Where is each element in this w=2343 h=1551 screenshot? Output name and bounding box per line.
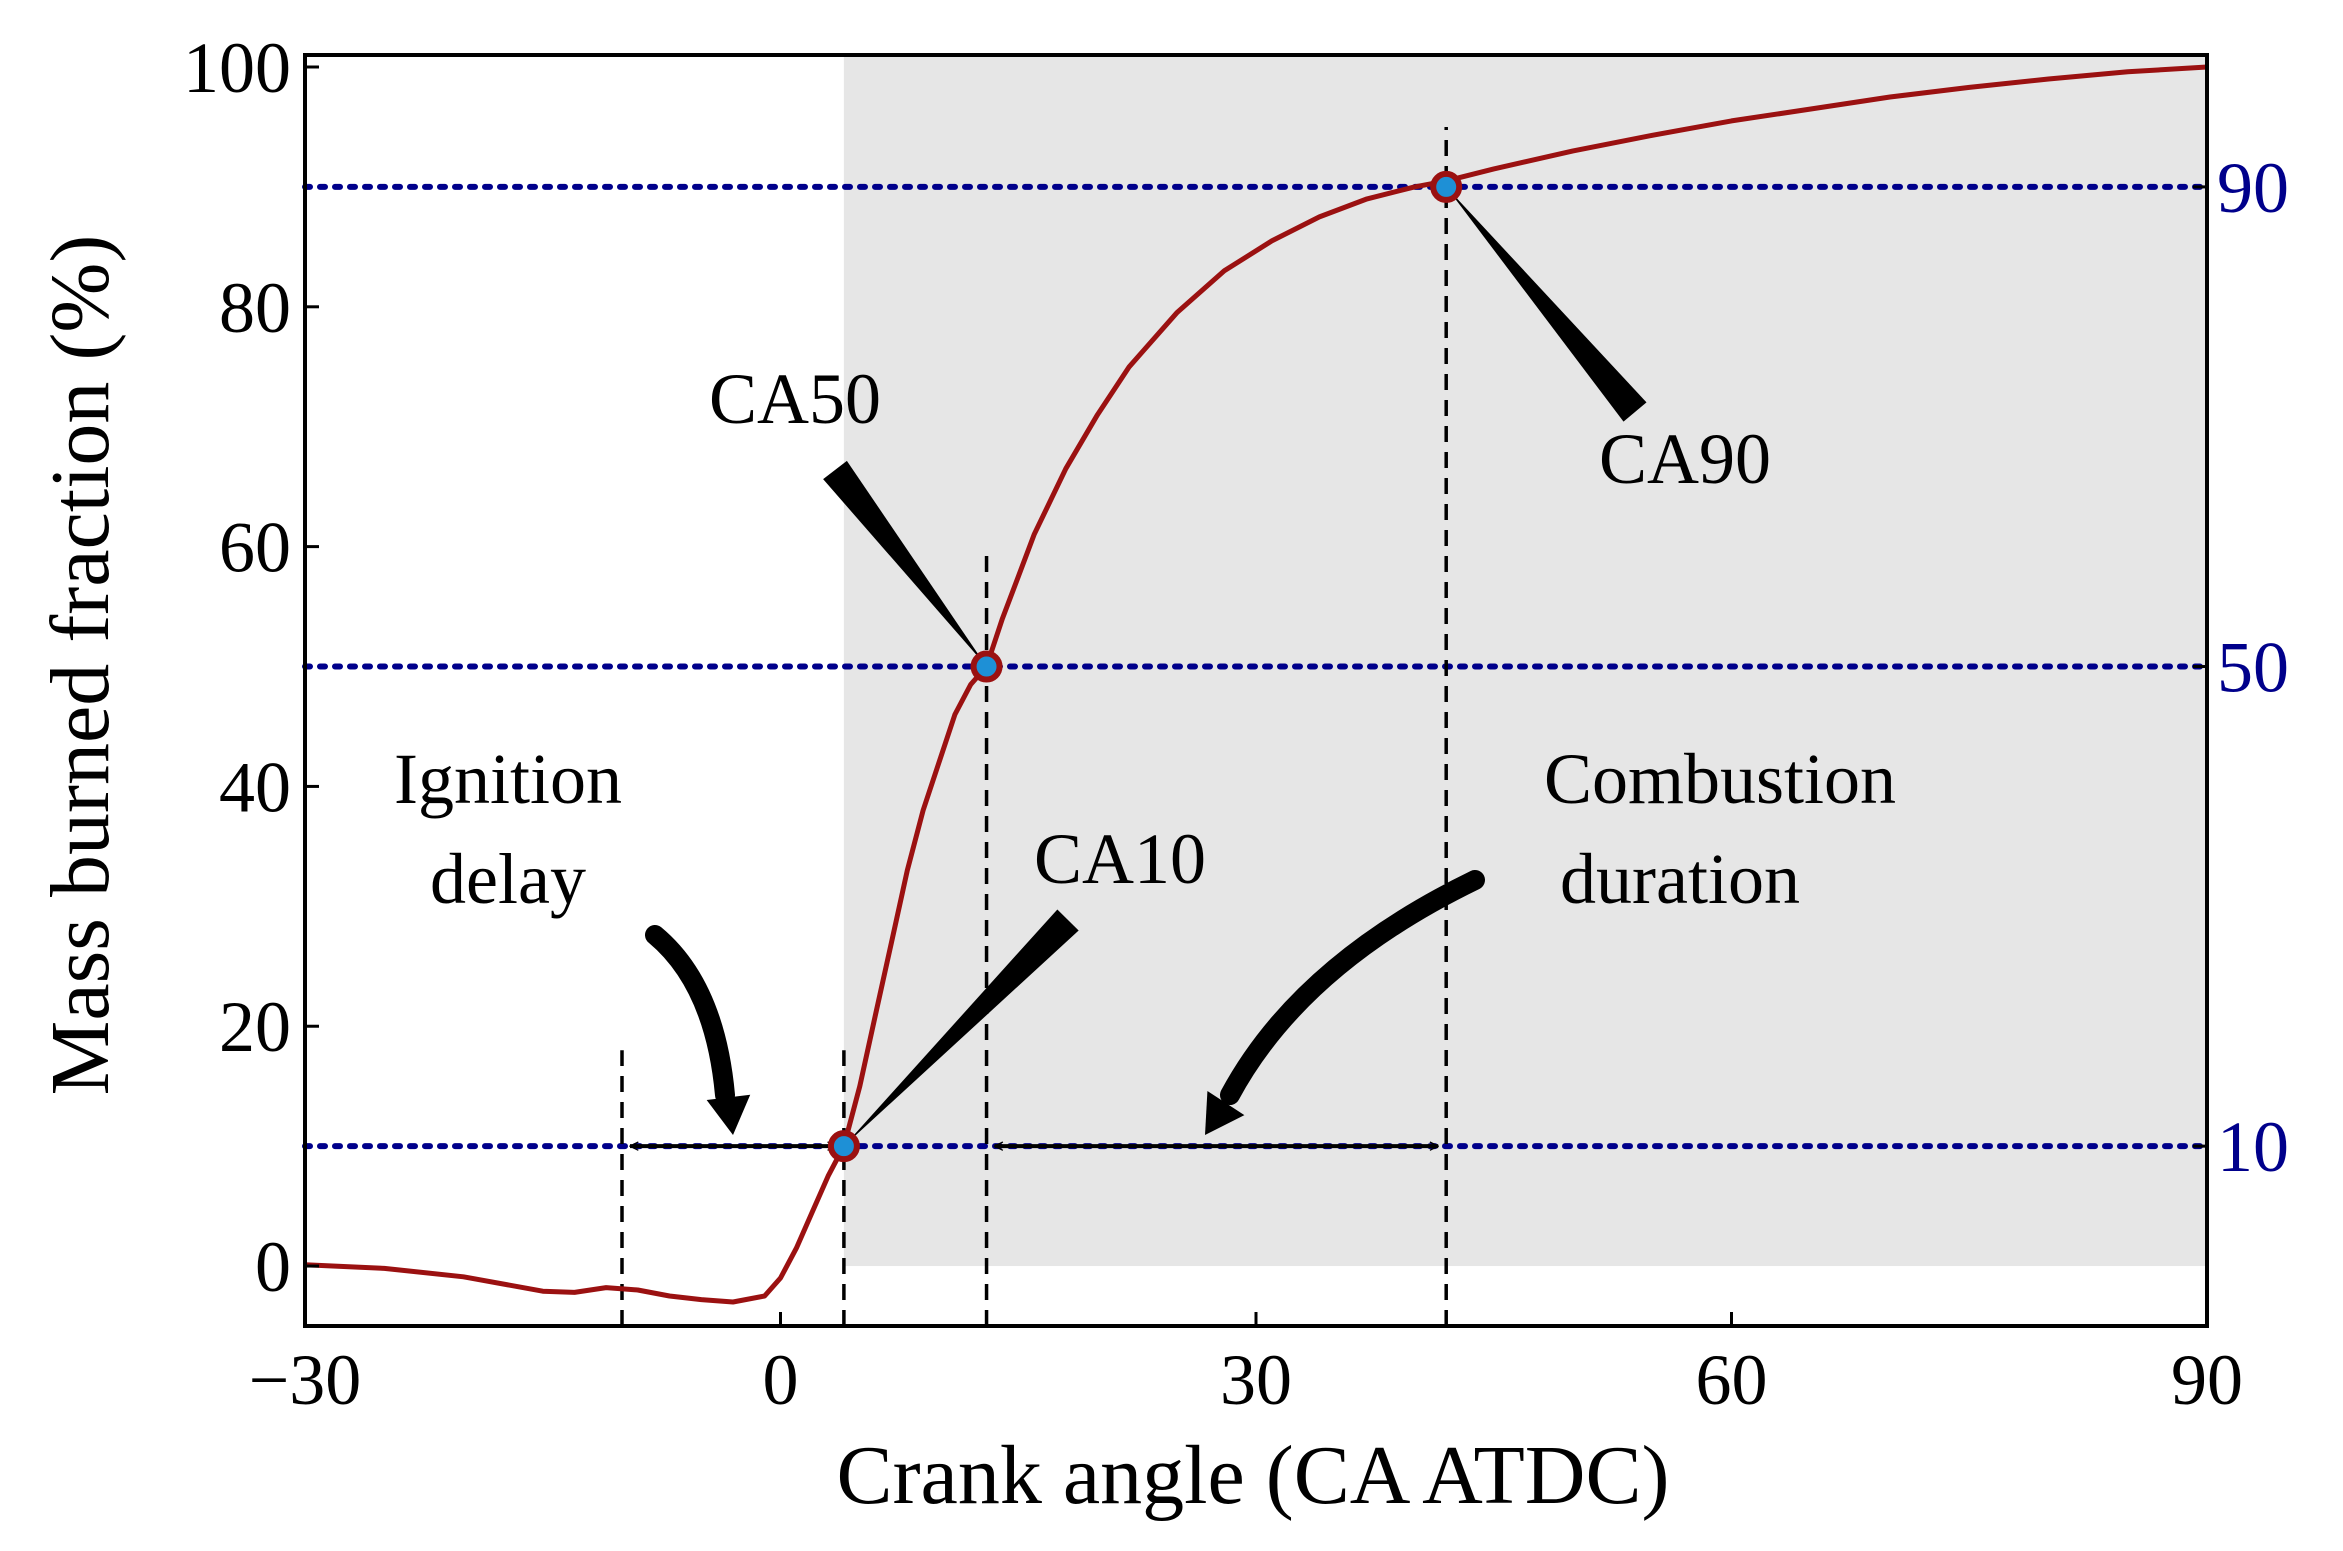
y-axis-label: Mass burned fraction (%) [34, 235, 127, 1096]
y-tick-label: 20 [219, 987, 291, 1067]
y-tick-label: 0 [255, 1227, 291, 1307]
x-tick-label: −30 [249, 1340, 362, 1420]
x-tick-label: 60 [1696, 1340, 1768, 1420]
y-tick-label: 60 [219, 508, 291, 588]
marker-2 [1430, 170, 1463, 203]
ca50-pointer [823, 460, 987, 667]
milestone-markers [827, 170, 1463, 1163]
x-tick-label: 30 [1220, 1340, 1292, 1420]
combustion-duration-label-line2: duration [1560, 839, 1800, 919]
annotations: CA50 CA90 CA10 Ignition delay Combustion… [394, 359, 1896, 919]
right-tick-label: 10 [2217, 1107, 2289, 1187]
shaded-combustion-region [843, 55, 2207, 1267]
ignition-delay-label-line1: Ignition [394, 739, 622, 819]
y-tick-label: 100 [183, 28, 291, 108]
marker-1 [970, 650, 1003, 683]
y-tick-label: 80 [219, 268, 291, 348]
ignition-delay-label-line2: delay [430, 839, 586, 919]
ignition-delay-pointer [645, 925, 735, 1105]
ignition-delay-pointer-head [706, 1094, 751, 1135]
right-tick-label: 50 [2217, 628, 2289, 708]
y-tick-label: 40 [219, 747, 291, 827]
annotation-pointers [645, 186, 1647, 1147]
x-tick-label: 90 [2171, 1340, 2243, 1420]
ca10-label: CA10 [1034, 819, 1206, 899]
vertical-dashed-lines [620, 126, 1448, 1326]
ca90-pointer [1446, 186, 1647, 422]
ca50-label: CA50 [709, 359, 881, 439]
combustion-duration-pointer [1220, 870, 1485, 1105]
ca90-label: CA90 [1599, 419, 1771, 499]
marker-0 [827, 1130, 860, 1163]
ca10-pointer [843, 909, 1079, 1147]
combustion-duration-label-line1: Combustion [1544, 739, 1896, 819]
combustion-duration-pointer-head [1205, 1090, 1245, 1135]
x-axis-label: Crank angle (CA ATDC) [837, 1429, 1670, 1522]
x-tick-label: 0 [763, 1340, 799, 1420]
axes-frame: −30 0 30 60 90 0 20 40 60 80 100 10 50 90 [183, 28, 2289, 1420]
shade-rect [843, 55, 2207, 1267]
right-tick-label: 90 [2217, 148, 2289, 228]
